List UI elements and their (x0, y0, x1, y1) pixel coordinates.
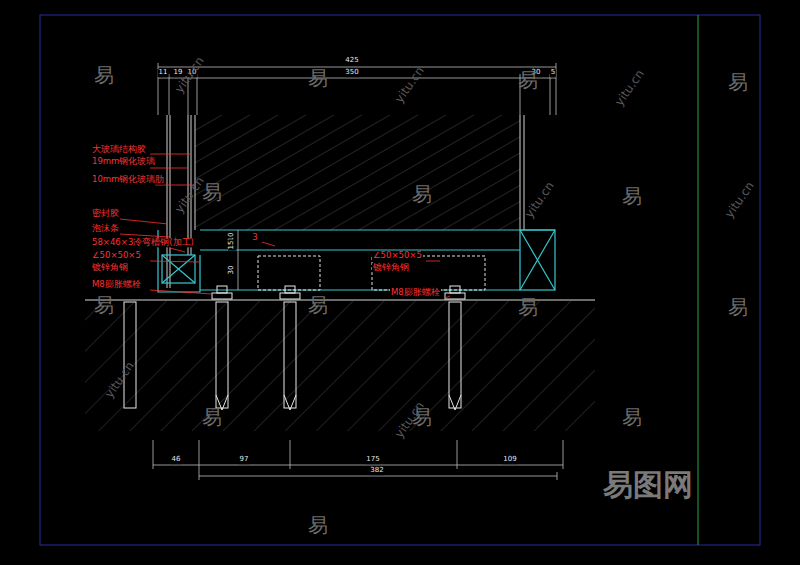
callout-label: 镀锌角钢 (91, 263, 129, 272)
dimension-text: 30 (228, 265, 236, 276)
dimension-text: 11 (158, 69, 169, 77)
watermark: yitu.cn (613, 68, 647, 109)
watermark: 易图网 (603, 468, 693, 501)
watermark: yitu.cn (393, 65, 427, 106)
watermark: 易 (308, 67, 328, 89)
callout-label: 泡沫条 (91, 224, 120, 233)
watermark: 易 (622, 185, 642, 207)
callout-label: ∠50×50×5 (91, 251, 142, 260)
watermark: 易 (94, 64, 114, 86)
dimension-text: 46 (171, 456, 182, 464)
watermark: 易 (308, 294, 328, 316)
callout-label: 10mm钢化玻璃肋 (91, 175, 165, 184)
watermark: 易 (308, 514, 328, 536)
watermark: 易 (728, 71, 748, 93)
callout-label: ∠50×50×5 (372, 251, 423, 260)
watermark: yitu.cn (723, 180, 757, 221)
callout-label: 密封胶 (91, 209, 120, 218)
watermark: 易 (94, 294, 114, 316)
dimension-text: 382 (369, 467, 384, 475)
callout-label: 19mm钢化玻璃 (91, 157, 156, 166)
callout-label: M8膨胀螺栓 (91, 280, 142, 289)
dimension-text: 350 (344, 69, 359, 77)
dimension-text: 425 (344, 57, 359, 65)
callout-label: 镀锌角钢 (372, 263, 410, 272)
watermark: 易 (518, 296, 538, 318)
dimension-text: 175 (365, 456, 380, 464)
dimension-text: 15 (228, 240, 236, 251)
dimension-text: 5 (550, 69, 556, 77)
watermark: 易 (202, 406, 222, 428)
callout-label: 3 (251, 233, 258, 242)
watermark: yitu.cn (523, 180, 557, 221)
callout-label: 大玻璃结构胶 (91, 145, 147, 154)
watermark: 易 (622, 406, 642, 428)
watermark: 易 (412, 183, 432, 205)
watermark: 易 (518, 69, 538, 91)
callout-label: 58×46×3冷弯槽钢(加工) (91, 238, 195, 247)
callout-label: M8膨胀螺栓 (390, 288, 441, 297)
dimension-text: 97 (239, 456, 250, 464)
dimension-text: 109 (502, 456, 517, 464)
watermark: 易 (728, 296, 748, 318)
